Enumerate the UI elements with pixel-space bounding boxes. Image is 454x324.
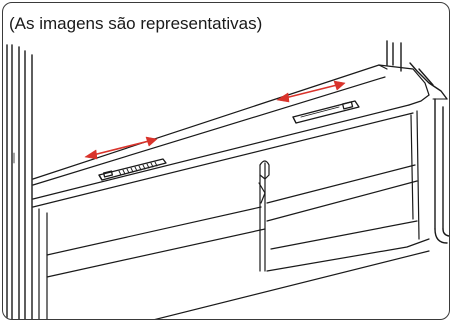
left-vent-control[interactable] xyxy=(98,158,167,181)
image-caption: (As imagens são representativas) xyxy=(9,15,269,32)
left-wall xyxy=(6,44,33,319)
right-wall xyxy=(386,40,449,244)
right-slide-arrow-icon xyxy=(276,80,346,103)
left-vent-slots xyxy=(118,161,158,176)
illustration-frame: (As imagens são representativas) xyxy=(2,2,450,320)
drawer-front xyxy=(38,110,430,319)
refrigerator-drawer-illustration xyxy=(6,40,449,319)
drawer-top-panel xyxy=(32,64,430,208)
left-slide-arrow-icon xyxy=(84,136,158,160)
right-vent-control[interactable] xyxy=(292,100,360,124)
